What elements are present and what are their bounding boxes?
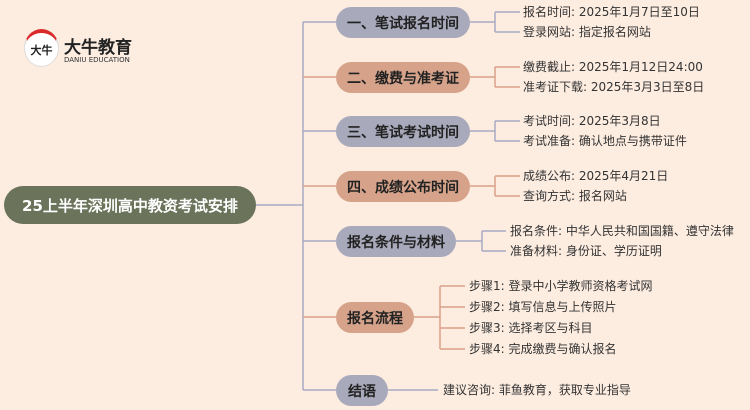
- leaf: 步骤4: 完成缴费与确认报名: [469, 342, 617, 356]
- root-node[interactable]: 25上半年深圳高中教资考试安排: [4, 186, 256, 224]
- leaf: 步骤1: 登录中小学教师资格考试网: [469, 279, 653, 293]
- leaf: 成绩公布: 2025年4月21日: [523, 169, 669, 183]
- branch-registration-time[interactable]: 一、笔试报名时间: [336, 7, 470, 38]
- logo: 大牛 大牛教育 DANIU EDUCATION: [24, 29, 144, 69]
- branch-requirements[interactable]: 报名条件与材料: [336, 226, 456, 257]
- leaf: 准备材料: 身份证、学历证明: [510, 244, 662, 258]
- leaf: 步骤3: 选择考区与科目: [469, 321, 593, 335]
- logo-subtitle: DANIU EDUCATION: [64, 56, 130, 64]
- leaf: 登录网站: 指定报名网站: [523, 25, 651, 39]
- leaf: 建议咨询: 菲鱼教育，获取专业指导: [443, 383, 631, 397]
- leaf: 报名时间: 2025年1月7日至10日: [523, 5, 700, 19]
- branch-conclusion[interactable]: 结语: [336, 375, 388, 406]
- leaf: 步骤2: 填写信息与上传照片: [469, 300, 617, 314]
- logo-mark-icon: 大牛: [24, 29, 59, 67]
- leaf: 查询方式: 报名网站: [523, 189, 627, 203]
- leaf: 准考证下载: 2025年3月3日至8日: [523, 80, 705, 94]
- logo-name: 大牛教育: [64, 38, 132, 58]
- branch-process[interactable]: 报名流程: [336, 302, 414, 333]
- branch-fee-admission[interactable]: 二、缴费与准考证: [336, 62, 470, 93]
- branch-exam-time[interactable]: 三、笔试考试时间: [336, 116, 470, 147]
- leaf: 缴费截止: 2025年1月12日24:00: [523, 60, 703, 74]
- leaf: 报名条件: 中华人民共和国国籍、遵守法律: [510, 224, 734, 238]
- leaf: 考试时间: 2025年3月8日: [523, 114, 661, 128]
- leaf: 考试准备: 确认地点与携带证件: [523, 134, 687, 148]
- branch-results-time[interactable]: 四、成绩公布时间: [336, 171, 470, 202]
